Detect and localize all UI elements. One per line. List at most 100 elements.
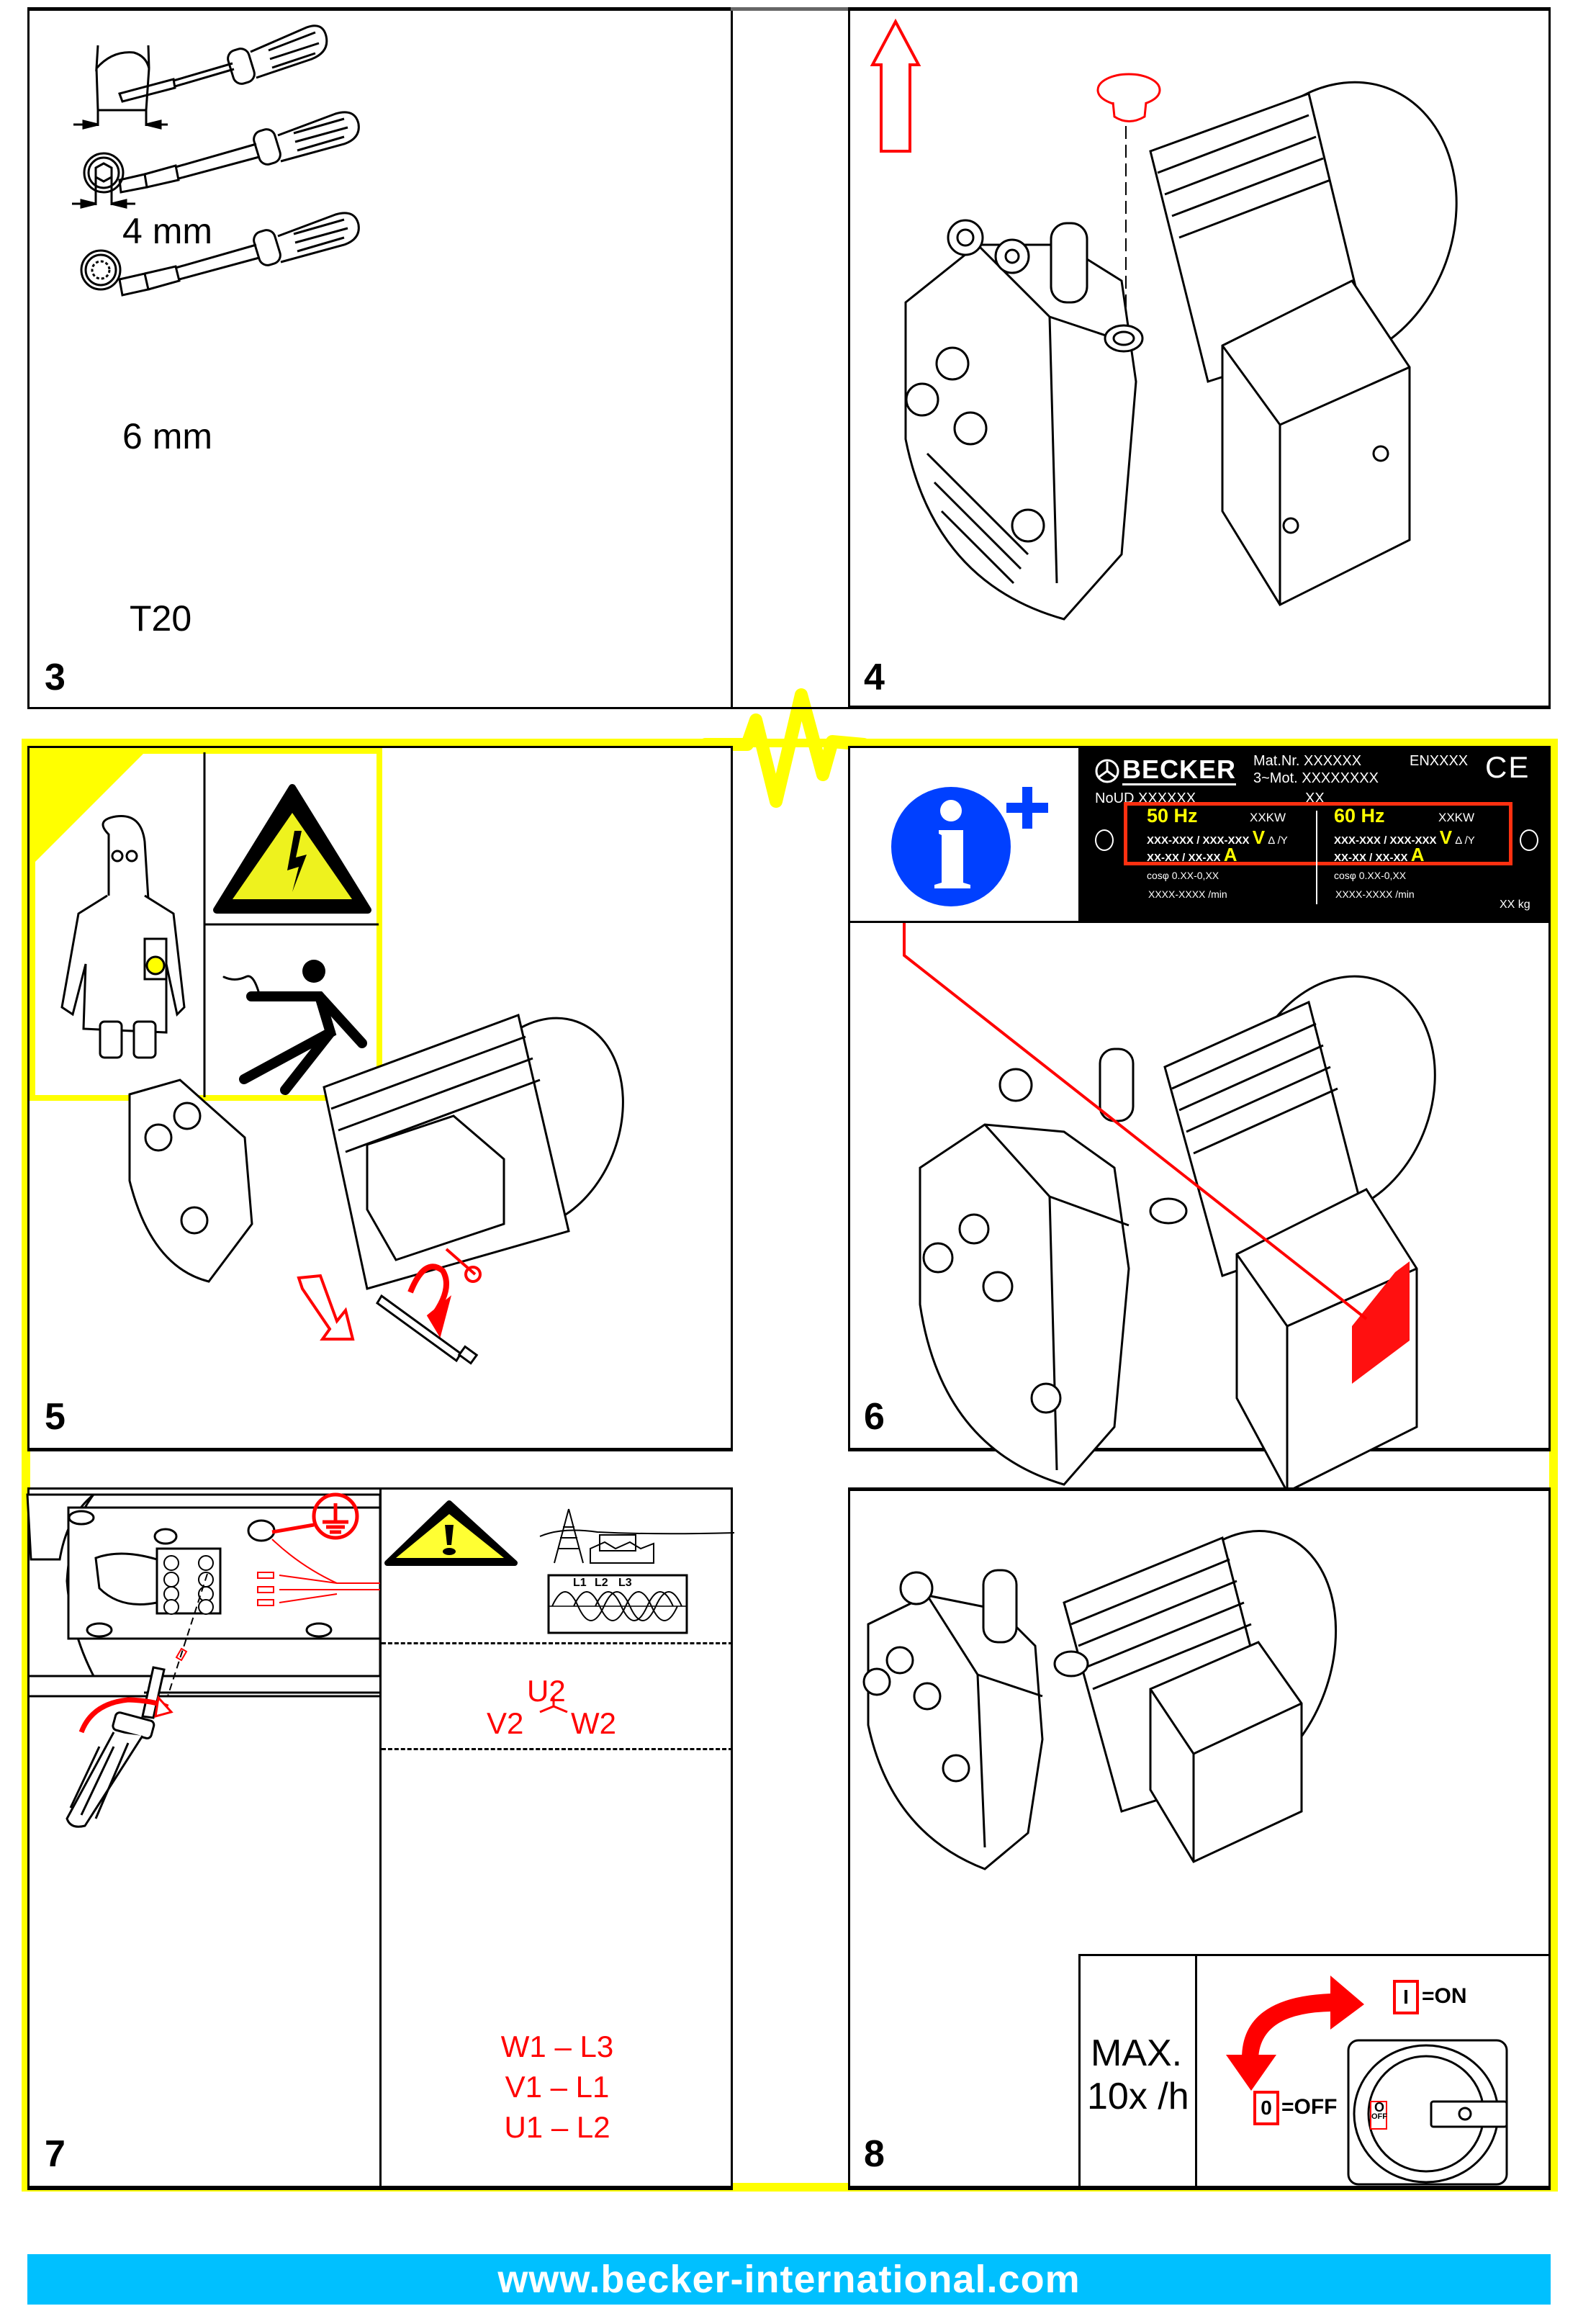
torx-screwdriver-icon <box>118 212 360 297</box>
screwdriver-icon <box>66 1666 166 1828</box>
electric-shock-icon <box>222 960 367 1095</box>
connection-60hz: Δ /Y <box>1455 834 1475 847</box>
nameplate-motor: 3~Mot. XXXXXXXX <box>1253 770 1379 786</box>
connection-row: U1 – L2 <box>382 2107 733 2148</box>
switch-position-o: O <box>1374 2100 1385 2114</box>
nameplate-location-marker <box>1352 1261 1410 1384</box>
footer-website-link[interactable]: www.becker-international.com <box>27 2254 1551 2305</box>
power-60hz: XXKW <box>1438 811 1475 824</box>
star-terminal-v2: V2 <box>487 1706 524 1740</box>
connection-dash: – <box>550 2070 567 2104</box>
current-60hz: XX-XX / XX-XX A <box>1334 844 1425 866</box>
slotted-blade-icon <box>73 45 168 130</box>
tool-size-4mm: 4 mm <box>122 211 212 251</box>
tools-illustration <box>72 24 360 297</box>
star-connection-icon <box>539 1697 568 1713</box>
phase-label-l3: L3 <box>618 1577 632 1589</box>
star-terminal-w2: W2 <box>571 1706 616 1740</box>
off-position-marker <box>1370 2101 1387 2130</box>
step-number-6: 6 <box>864 1396 885 1438</box>
voltage-60hz-unit: V <box>1439 827 1453 848</box>
step-number-3: 3 <box>45 657 66 698</box>
tighten-rotation-icon <box>78 1695 173 1734</box>
general-warning-icon <box>384 1500 518 1566</box>
voltage-50hz-unit: V <box>1252 827 1266 848</box>
current-50hz-value: XX-XX / XX-XX <box>1147 852 1221 864</box>
on-label: =ON <box>1422 1984 1467 2008</box>
connection-list: W1 – L3 V1 – L1 U1 – L2 <box>382 2027 733 2148</box>
max-switching-rate: 10x /h <box>1087 2076 1189 2117</box>
dashed-divider-1 <box>382 1642 733 1644</box>
tool-size-t20: T20 <box>130 598 192 639</box>
pulse-zigzag-icon <box>699 688 870 808</box>
cosphi-50hz: cosφ 0.XX-0,XX <box>1147 870 1219 881</box>
wire-leads <box>257 1539 380 1606</box>
panel-3-tools <box>27 7 733 709</box>
wiring-info-column <box>379 1487 382 2190</box>
rotate-switch-arrow-icon <box>1226 1976 1364 2091</box>
nameplate-brand: BECKER <box>1122 755 1237 785</box>
phase-label-l2: L2 <box>595 1577 608 1589</box>
line-label: L1 <box>575 2070 610 2104</box>
tool-size-6mm: 6 mm <box>122 416 212 456</box>
pump-illustration-plug-removal <box>870 18 1458 621</box>
current-60hz-unit: A <box>1410 844 1425 865</box>
switch-diagram <box>1226 1976 1508 2186</box>
nameplate-en: ENXXXX <box>1410 753 1469 769</box>
line-label: L3 <box>580 2030 614 2063</box>
off-label: =OFF <box>1281 2095 1338 2119</box>
step-number-8: 8 <box>864 2133 885 2175</box>
hex-key-screwdriver-icon <box>118 111 360 194</box>
torx-socket-icon <box>80 249 122 291</box>
nameplate-mat-nr: Mat.Nr. XXXXXX <box>1253 753 1362 769</box>
nameplate-mount-hole-left <box>1095 829 1114 851</box>
star-terminal-u2: U2 <box>527 1674 566 1708</box>
hex-socket-icon <box>72 152 135 209</box>
dashed-divider-2 <box>382 1748 733 1750</box>
current-50hz-unit: A <box>1223 844 1237 865</box>
freq-50hz: 50 Hz <box>1147 805 1198 827</box>
step-number-4: 4 <box>864 657 885 698</box>
voltage-60hz: XXX-XXX / XXX-XXX V Δ /Y <box>1334 827 1475 849</box>
slotted-screwdriver-icon <box>118 24 328 103</box>
connection-row: V1 – L1 <box>382 2067 733 2107</box>
terminal-label: U1 <box>504 2110 544 2144</box>
high-voltage-warning-icon <box>213 784 371 914</box>
switch-position-off: OFF <box>1371 2112 1387 2121</box>
connection-50hz: Δ /Y <box>1268 834 1288 847</box>
max-label: MAX. <box>1091 2032 1183 2074</box>
on-symbol: I <box>1393 1980 1419 2014</box>
step-number-7: 7 <box>45 2133 66 2175</box>
pump-illustration-nameplate-location <box>903 923 1436 1493</box>
connection-dash: – <box>551 2110 569 2144</box>
current-60hz-value: XX-XX / XX-XX <box>1334 852 1408 864</box>
speed-60hz: XXXX-XXXX /min <box>1335 888 1415 900</box>
electrician-required-icon <box>60 814 186 1059</box>
mains-warning-graphics <box>384 1500 735 1634</box>
cosphi-60hz: cosφ 0.XX-0,XX <box>1334 870 1407 881</box>
rotary-switch-icon <box>1347 2039 1508 2186</box>
off-symbol: 0 <box>1253 2091 1279 2125</box>
speed-50hz: XXXX-XXXX /min <box>1148 888 1227 900</box>
screwdriver-bit-icon <box>376 1294 479 1365</box>
connection-dash: – <box>554 2030 572 2063</box>
switch-info-table <box>1078 1954 1551 2190</box>
freq-60hz: 60 Hz <box>1334 805 1385 827</box>
info-plus-icon <box>891 787 1048 906</box>
top-gap-column <box>731 7 852 709</box>
becker-logo-icon <box>1095 759 1119 783</box>
nameplate-mount-hole-right <box>1520 829 1538 851</box>
screw-icon <box>175 1647 188 1662</box>
arrow-up-icon <box>870 18 921 153</box>
terminal-block-illustration <box>26 1492 382 1828</box>
plug-icon <box>1096 73 1161 122</box>
voltage-50hz: XXX-XXX / XXX-XXX V Δ /Y <box>1147 827 1288 849</box>
pump-illustration-final <box>862 1530 1338 1870</box>
info-box <box>848 746 1082 923</box>
power-grid-icon <box>539 1508 735 1564</box>
voltage-60hz-value: XXX-XXX / XXX-XXX <box>1334 834 1437 847</box>
step-number-5: 5 <box>45 1396 66 1438</box>
warning-graphics <box>34 752 379 1097</box>
line-label: L2 <box>576 2110 610 2144</box>
rotate-counterclockwise-icon <box>407 1264 452 1338</box>
